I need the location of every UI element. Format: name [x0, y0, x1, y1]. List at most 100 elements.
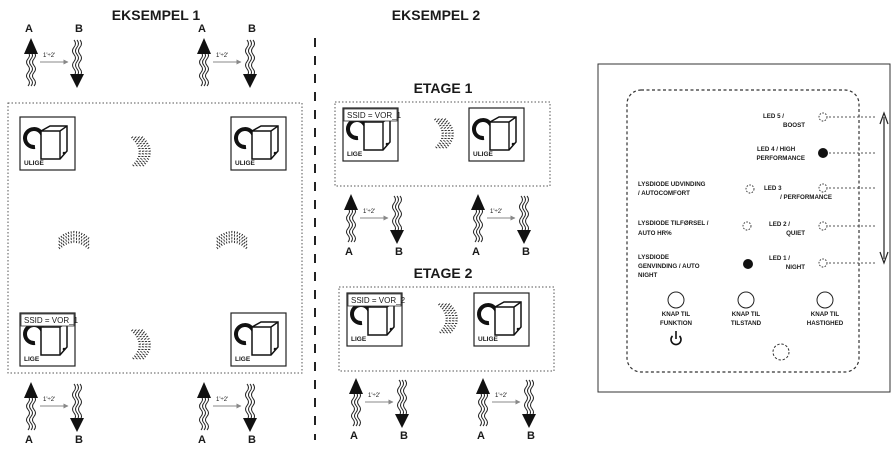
- flow-label-b: B: [522, 246, 530, 258]
- diode-3-indicator: [743, 259, 753, 269]
- ventilation-unit-4: LIGE: [230, 312, 287, 367]
- diode-3-label: LYSDIODE: [638, 254, 669, 261]
- flow-label-a: A: [350, 430, 358, 442]
- exhaust-arrow-b: [522, 379, 536, 428]
- cycle-time-label: 1'÷2': [43, 53, 55, 59]
- flow-label-b: B: [400, 430, 408, 442]
- flow-label-a: A: [477, 430, 485, 442]
- diode-1-label: LYSDIODE UDVINDING: [638, 181, 706, 188]
- led-1-sublabel: NIGHT: [786, 264, 805, 271]
- unit-ssid: SSID = VOR_2: [351, 296, 406, 305]
- cycle-time-label: 1'÷2': [495, 393, 507, 399]
- intake-arrow-a: [24, 38, 38, 87]
- led-range-arrow: [879, 111, 889, 265]
- flow-label-b: B: [395, 246, 403, 258]
- unit-label: LIGE: [24, 356, 40, 363]
- button-sublabel: FUNKTION: [660, 320, 692, 327]
- ventilation-unit-1: ULIGE: [19, 116, 76, 171]
- led-5-label: LED 5 /: [763, 113, 784, 120]
- ventilation-unit-icon: [472, 116, 517, 151]
- button-label: KNAP TIL: [732, 311, 761, 318]
- diode-2-sublabel: AUTO HR%: [638, 230, 672, 237]
- intake-arrow-a: [476, 378, 490, 427]
- flow-label-a: A: [198, 23, 206, 35]
- exhaust-arrow-b: [517, 195, 531, 244]
- led-4-label: LED 4 / HIGH: [757, 146, 796, 153]
- airflow-floor-1-pair-1: 1'÷2' A B: [344, 194, 404, 258]
- unit-label: ULIGE: [24, 160, 45, 167]
- cycle-time-label: 1'÷2': [216, 53, 228, 59]
- flow-label-a: A: [198, 434, 206, 446]
- led-4-indicator: [818, 148, 828, 158]
- exhaust-arrow-b: [395, 379, 409, 428]
- flow-label-b: B: [248, 434, 256, 446]
- floor-2-frame: [338, 286, 555, 372]
- flow-label-b: B: [75, 23, 83, 35]
- ventilation-unit-floor-1-b: ULIGE: [468, 107, 525, 162]
- ventilation-unit-2: ULIGE: [230, 116, 287, 171]
- intake-arrow-a: [344, 194, 358, 243]
- ventilation-unit-icon: [350, 301, 395, 336]
- ventilation-unit-floor-1-a: LIGE SSID = VOR_1: [342, 107, 402, 162]
- led-4-sublabel: PERFORMANCE: [757, 155, 805, 162]
- exhaust-arrow-b: [243, 383, 257, 432]
- button-sublabel: TILSTAND: [731, 320, 762, 327]
- flow-label-b: B: [75, 434, 83, 446]
- intake-arrow-a: [24, 382, 38, 431]
- ventilation-unit-icon: [234, 321, 279, 356]
- ventilation-unit-icon: [234, 125, 279, 160]
- flow-label-b: B: [527, 430, 535, 442]
- airflow-floor-2-pair-2: 1'÷2' A B: [476, 378, 536, 442]
- led-2-label: LED 2 /: [769, 221, 790, 228]
- diode-2-indicator: [742, 221, 752, 231]
- unit-label: ULIGE: [473, 151, 494, 158]
- airflow-waves: [216, 230, 248, 250]
- unit-label: LIGE: [347, 151, 363, 158]
- diode-1-indicator: [745, 184, 755, 194]
- led-3-indicator: [818, 183, 828, 193]
- example-1-frame: [7, 102, 303, 374]
- flow-label-a: A: [25, 23, 33, 35]
- led-3-sublabel: / PERFORMANCE: [780, 194, 832, 201]
- unit-label: LIGE: [235, 356, 251, 363]
- button-label: KNAP TIL: [811, 311, 840, 318]
- cycle-time-label: 1'÷2': [43, 397, 55, 403]
- flow-label-a: A: [472, 246, 480, 258]
- intake-arrow-a: [197, 38, 211, 87]
- unit-label: ULIGE: [235, 160, 256, 167]
- led-2-indicator: [818, 221, 828, 231]
- flow-label-a: A: [345, 246, 353, 258]
- airflow-waves: [58, 230, 90, 250]
- led-5-indicator: [818, 112, 828, 122]
- flow-label-a: A: [25, 434, 33, 446]
- ventilation-unit-floor-2-a: LIGE SSID = VOR_2: [346, 292, 406, 347]
- led-1-indicator: [818, 258, 828, 268]
- exhaust-arrow-b: [70, 39, 84, 88]
- ventilation-unit-floor-2-b: ULIGE: [473, 292, 530, 347]
- unit-ssid: SSID = VOR_1: [347, 111, 402, 120]
- ventilation-unit-icon: [477, 301, 522, 336]
- floor-1-title: ETAGE 1: [414, 80, 473, 96]
- unit-label: LIGE: [351, 336, 367, 343]
- exhaust-arrow-b: [70, 383, 84, 432]
- ventilation-unit-icon: [23, 321, 68, 356]
- floor-1-frame: [334, 101, 551, 187]
- led-5-sublabel: BOOST: [783, 122, 805, 129]
- led-1-label: LED 1 /: [769, 255, 790, 262]
- airflow-pair-3: 1'÷2' A B: [24, 382, 84, 446]
- airflow-waves: [131, 329, 152, 361]
- diode-1-sublabel: / AUTOCOMFORT: [638, 190, 690, 197]
- panel-button-2[interactable]: KNAP TIL TILSTAND: [731, 291, 762, 327]
- airflow-pair-1: 1'÷2' A B: [24, 23, 84, 88]
- ventilation-unit-3: LIGE SSID = VOR_1: [19, 312, 79, 367]
- intake-arrow-a: [349, 378, 363, 427]
- intake-arrow-a: [471, 194, 485, 243]
- power-icon: [670, 331, 682, 346]
- airflow-pair-4: 1'÷2' A B: [197, 382, 257, 446]
- cycle-time-label: 1'÷2': [363, 209, 375, 215]
- unit-ssid: SSID = VOR_1: [24, 316, 79, 325]
- cycle-time-label: 1'÷2': [216, 397, 228, 403]
